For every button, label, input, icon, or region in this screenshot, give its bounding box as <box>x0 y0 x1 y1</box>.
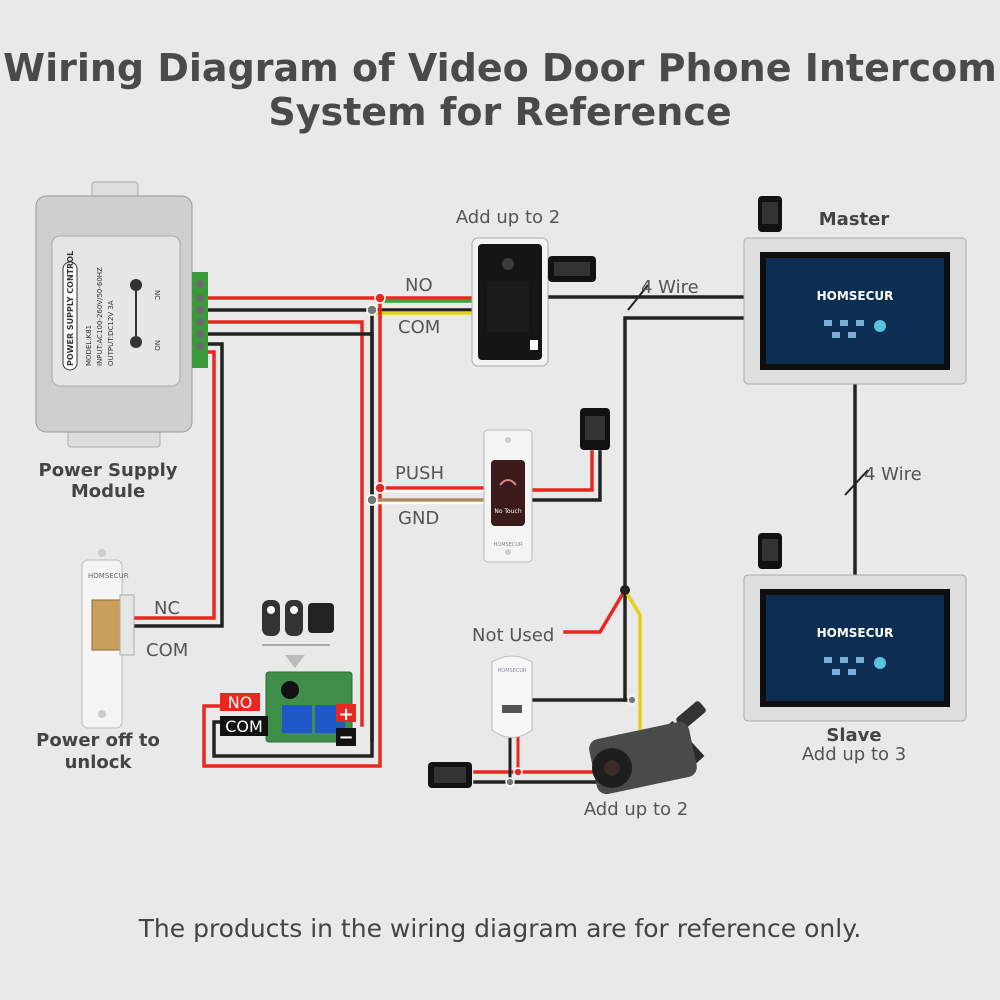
master-monitor: HOMSECUR <box>743 237 967 385</box>
slave-screen-brand: HOMSECUR <box>817 626 894 640</box>
receiver-plus-label: + <box>338 704 353 725</box>
receiver-terminal-labels: NO COM + − <box>220 693 356 748</box>
supply-panel-line-1: POWER SUPPLY CONTROL <box>66 251 75 366</box>
supply-panel-line-4: OUTPUT:DC12V 3A <box>107 300 115 366</box>
keypad-icon <box>487 282 529 332</box>
receiver-no-tag <box>220 693 260 711</box>
supply-panel-line-3: INPUT:AC100-260V/50-60HZ <box>96 267 104 366</box>
exit-button-brand: HOMSECUR <box>494 542 523 548</box>
receiver-com-label: COM <box>225 717 263 736</box>
lock-com-label: COM <box>146 640 188 661</box>
outdoor-com-label: COM <box>398 317 440 338</box>
cctv-camera <box>589 701 706 795</box>
slave-sublabel: Add up to 3 <box>802 744 906 765</box>
electric-strike-lock: HOMSECUR <box>81 549 135 729</box>
master-screen-brand: HOMSECUR <box>817 289 894 303</box>
exit-button: No Touch HOMSECUR <box>483 429 533 563</box>
lock-label-1: Power off to <box>36 730 160 751</box>
power-supply-label-2: Module <box>71 481 145 502</box>
supply-no-mark: NO <box>153 340 161 351</box>
slave-label: Slave <box>826 725 881 746</box>
outdoor-camera-unit <box>471 237 549 367</box>
slave-monitor: HOMSECUR <box>743 574 967 722</box>
receiver-no-label: NO <box>228 693 253 712</box>
supply-panel-line-2: MODEL:K81 <box>85 325 93 366</box>
lock-nc-label: NC <box>154 598 180 619</box>
exit-button-face-text: No Touch <box>494 508 521 515</box>
lock-brand: HOMSECUR <box>88 572 129 580</box>
camera-add-label: Add up to 2 <box>584 799 688 820</box>
not-used-label: Not Used <box>472 625 554 646</box>
diagram-title: Wiring Diagram of Video Door Phone Inter… <box>0 46 1000 134</box>
exit-push-label: PUSH <box>395 463 444 484</box>
wires <box>132 295 857 784</box>
outdoor-add-label: Add up to 2 <box>456 207 560 228</box>
hand-sensor-icon <box>499 479 517 486</box>
receiver-minus-label: − <box>338 727 353 748</box>
master-power-adaptor <box>758 196 782 232</box>
slave-4wire-label: 4 Wire <box>864 464 922 485</box>
lock-label-2: unlock <box>65 752 133 773</box>
supply-nc-mark: NC <box>153 290 161 300</box>
power-supply-label-1: Power Supply <box>39 460 178 481</box>
receiver-com-tag <box>220 716 268 736</box>
title-line-2: System for Reference <box>268 90 732 134</box>
footer-note: The products in the wiring diagram are f… <box>138 914 862 943</box>
exit-gnd-label: GND <box>398 508 439 529</box>
wire-count-marks <box>627 284 869 496</box>
outdoor-4wire-label: 4 Wire <box>641 277 699 298</box>
junction-dots <box>366 292 637 787</box>
power-supply-module: NC NO POWER SUPPLY CONTROL MODEL:K81 INP… <box>35 181 208 448</box>
slave-power-adaptor <box>758 533 782 569</box>
sensor-brand: HOMSECUR <box>498 668 527 674</box>
exit-button-power-adaptor <box>580 408 610 450</box>
title-line-1: Wiring Diagram of Video Door Phone Inter… <box>3 46 997 90</box>
outdoor-no-label: NO <box>405 275 433 296</box>
sensor-power-adaptor <box>428 762 472 788</box>
remote-controls <box>262 600 334 668</box>
pir-sensor: HOMSECUR <box>491 655 533 738</box>
outdoor-power-adaptor <box>548 256 596 282</box>
master-label: Master <box>819 209 890 230</box>
